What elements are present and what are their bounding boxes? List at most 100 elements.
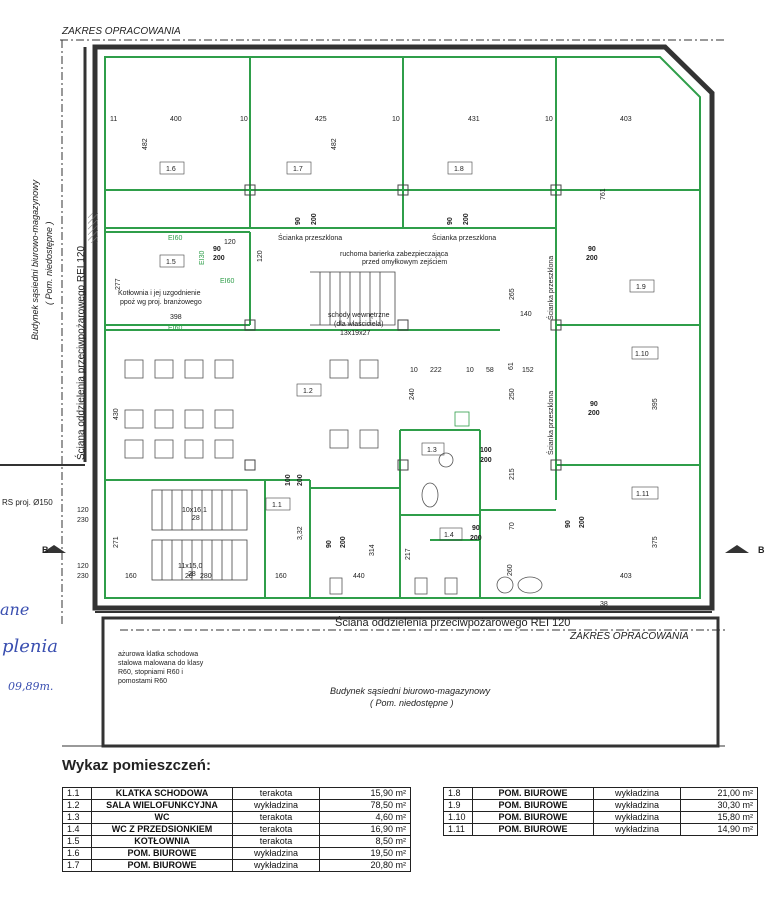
dim: 120 xyxy=(224,239,236,246)
ei60-label-2: EI60 xyxy=(220,278,235,285)
dim: 403 xyxy=(620,116,632,123)
dim: 140 xyxy=(520,311,532,318)
internal-walls xyxy=(105,57,700,598)
stair-dim-1: 10x16,1 xyxy=(182,507,207,514)
room-number: 1.9 xyxy=(636,284,646,291)
dim: 217 xyxy=(405,548,412,560)
glass-wall-3: Ścianka przeszklona xyxy=(546,256,555,320)
room-number: 1.11 xyxy=(636,491,649,498)
room-number: 1.2 xyxy=(303,388,313,395)
neighbour-bottom-2: ( Pom. niedostępne ) xyxy=(370,698,454,708)
dim: 38 xyxy=(600,601,608,608)
stairs-note-2: (dla właściciela) xyxy=(334,321,383,328)
wall-left-label: Ściana oddzielenia przeciwpożarowego REI… xyxy=(74,246,87,460)
dim: 260 xyxy=(507,564,514,576)
dim: 120 xyxy=(257,250,264,262)
door-90: 90 xyxy=(588,246,596,253)
door-200: 200 xyxy=(213,255,225,262)
dim: 277 xyxy=(115,278,122,290)
door-200: 200 xyxy=(480,457,492,464)
stair-dim-2: 11x15,0 xyxy=(178,563,202,570)
stair-dim-2b: 28 xyxy=(188,571,196,578)
barrier-note-2: przed omyłkowym zejściem xyxy=(362,259,447,266)
internal-stairs xyxy=(310,271,396,326)
tables xyxy=(124,359,379,459)
glass-wall-4: Ścianka przeszklona xyxy=(546,391,555,455)
room-number: 1.4 xyxy=(444,532,454,539)
barrier-note-1: ruchoma barierka zabezpieczająca xyxy=(340,251,448,258)
dim: 398 xyxy=(170,314,182,321)
dim: 10 xyxy=(545,116,553,123)
handwriting-1: ane xyxy=(0,600,30,619)
dim: 61 xyxy=(508,362,515,370)
dim: 10 xyxy=(392,116,400,123)
door-90: 90 xyxy=(326,540,333,548)
rs-label: RS proj. Ø150 xyxy=(2,498,53,507)
neighbour-left-1: Budynek sąsiedni biurowo-magazynowy xyxy=(30,179,40,340)
door-200: 200 xyxy=(588,410,600,417)
dim: 10 xyxy=(410,367,418,374)
dim: 395 xyxy=(652,398,659,410)
neighbour-bottom-1: Budynek sąsiedni biurowo-magazynowy xyxy=(330,686,491,696)
dim: 26 xyxy=(185,573,193,580)
door-90: 90 xyxy=(447,217,454,225)
dim: 314 xyxy=(369,544,376,556)
dim: 761 xyxy=(600,188,607,200)
door-100: 100 xyxy=(285,474,292,486)
dim: 425 xyxy=(315,116,327,123)
door-200: 200 xyxy=(297,474,304,486)
door-200: 200 xyxy=(463,213,470,225)
room-number: 1.1 xyxy=(272,502,282,509)
ei60-label-1: EI60 xyxy=(168,235,183,242)
dim: 265 xyxy=(509,288,516,300)
glass-wall-1: Ścianka przeszklona xyxy=(278,233,342,242)
zakres-bottom-label: ZAKRES OPRACOWANIA xyxy=(569,631,689,642)
door-100: 100 xyxy=(480,447,492,454)
section-b-left: B xyxy=(42,545,49,555)
dim: 120 xyxy=(77,563,89,570)
neighbour-left-2: ( Pom. niedostępne ) xyxy=(44,221,54,305)
dim: 3,32 xyxy=(297,526,304,540)
outer-wall xyxy=(92,44,715,611)
door-90: 90 xyxy=(565,520,572,528)
dim: 431 xyxy=(468,116,480,123)
stairs-note-3: 13x19x27 xyxy=(340,330,370,337)
door-200: 200 xyxy=(579,516,586,528)
dim: 10 xyxy=(240,116,248,123)
room-number: 1.7 xyxy=(293,166,303,173)
dim: 375 xyxy=(652,536,659,548)
wc-fixtures xyxy=(329,411,543,595)
dim: 70 xyxy=(509,522,516,530)
stairs-note-1: schody wewnętrzne xyxy=(328,312,390,319)
dim: 222 xyxy=(430,367,442,374)
dim: 280 xyxy=(200,573,212,580)
dim: 230 xyxy=(77,573,89,580)
dim: 482 xyxy=(331,138,338,150)
room-number: 1.6 xyxy=(166,166,176,173)
dim: 58 xyxy=(486,367,494,374)
outer-wall-inner xyxy=(104,56,701,599)
dim: 440 xyxy=(353,573,365,580)
steel-stair-note-3: R60, stopniami R60 i xyxy=(118,669,183,676)
room-number: 1.8 xyxy=(454,166,464,173)
dim: 403 xyxy=(620,573,632,580)
door-90: 90 xyxy=(213,246,221,253)
door-90: 90 xyxy=(295,217,302,225)
door-90: 90 xyxy=(590,401,598,408)
handwriting-2: plenia xyxy=(2,636,59,657)
steel-stair-note-1: ażurowa klatka schodowa xyxy=(118,651,198,658)
dim: 120 xyxy=(77,507,89,514)
wall-hatch xyxy=(88,213,98,243)
room-number: 1.10 xyxy=(635,351,649,358)
ei30-label: EI30 xyxy=(199,250,206,265)
